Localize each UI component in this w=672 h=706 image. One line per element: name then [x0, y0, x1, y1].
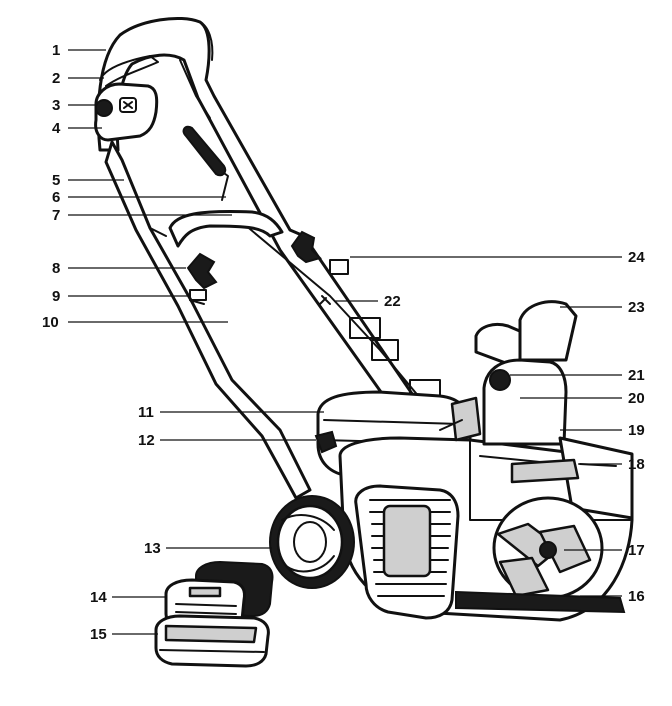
switch-box — [94, 82, 159, 142]
callout-8: 8 — [52, 260, 60, 277]
auger — [492, 496, 604, 600]
cable-tie — [319, 295, 331, 305]
callout-16: 16 — [628, 588, 645, 605]
callout-24: 24 — [628, 249, 645, 266]
leader-lines — [68, 49, 622, 635]
callout-20: 20 — [628, 390, 645, 407]
snow-thrower-illustration — [94, 16, 634, 668]
callout-12: 12 — [138, 432, 155, 449]
callout-13: 13 — [144, 540, 161, 557]
callout-11: 11 — [138, 404, 154, 421]
discharge-chute — [439, 300, 578, 446]
side-shroud — [510, 436, 634, 520]
clamp-9 — [189, 289, 207, 301]
handle-knob-right — [290, 230, 322, 264]
lower-handle — [104, 140, 312, 500]
callout-15: 15 — [90, 626, 107, 643]
callout-2: 2 — [52, 70, 60, 87]
callout-21: 21 — [628, 367, 645, 384]
callout-19: 19 — [628, 422, 645, 439]
intake-grille — [354, 484, 460, 620]
callout-5: 5 — [52, 172, 60, 189]
scraper-bar — [455, 590, 626, 614]
chute-crank-rod — [182, 125, 421, 399]
battery-charger — [154, 614, 270, 668]
callout-9: 9 — [52, 288, 60, 305]
switch-lever — [99, 55, 159, 87]
callout-6: 6 — [52, 189, 60, 206]
callout-23: 23 — [628, 299, 645, 316]
callout-4: 4 — [52, 120, 61, 137]
callout-3: 3 — [52, 97, 60, 114]
callout-7: 7 — [52, 207, 60, 224]
callout-18: 18 — [628, 456, 645, 473]
callout-numbers: 1 2 3 4 5 6 7 8 9 10 11 12 13 14 15 16 1… — [42, 42, 645, 643]
handle-knob-left — [186, 252, 218, 290]
callout-17: 17 — [628, 542, 645, 559]
callout-10: 10 — [42, 314, 59, 331]
wheel — [269, 495, 355, 589]
crossbar — [168, 210, 284, 248]
callout-22: 22 — [384, 293, 401, 310]
callout-1: 1 — [52, 42, 60, 59]
clamp-24 — [329, 259, 349, 275]
callout-14: 14 — [90, 589, 107, 606]
